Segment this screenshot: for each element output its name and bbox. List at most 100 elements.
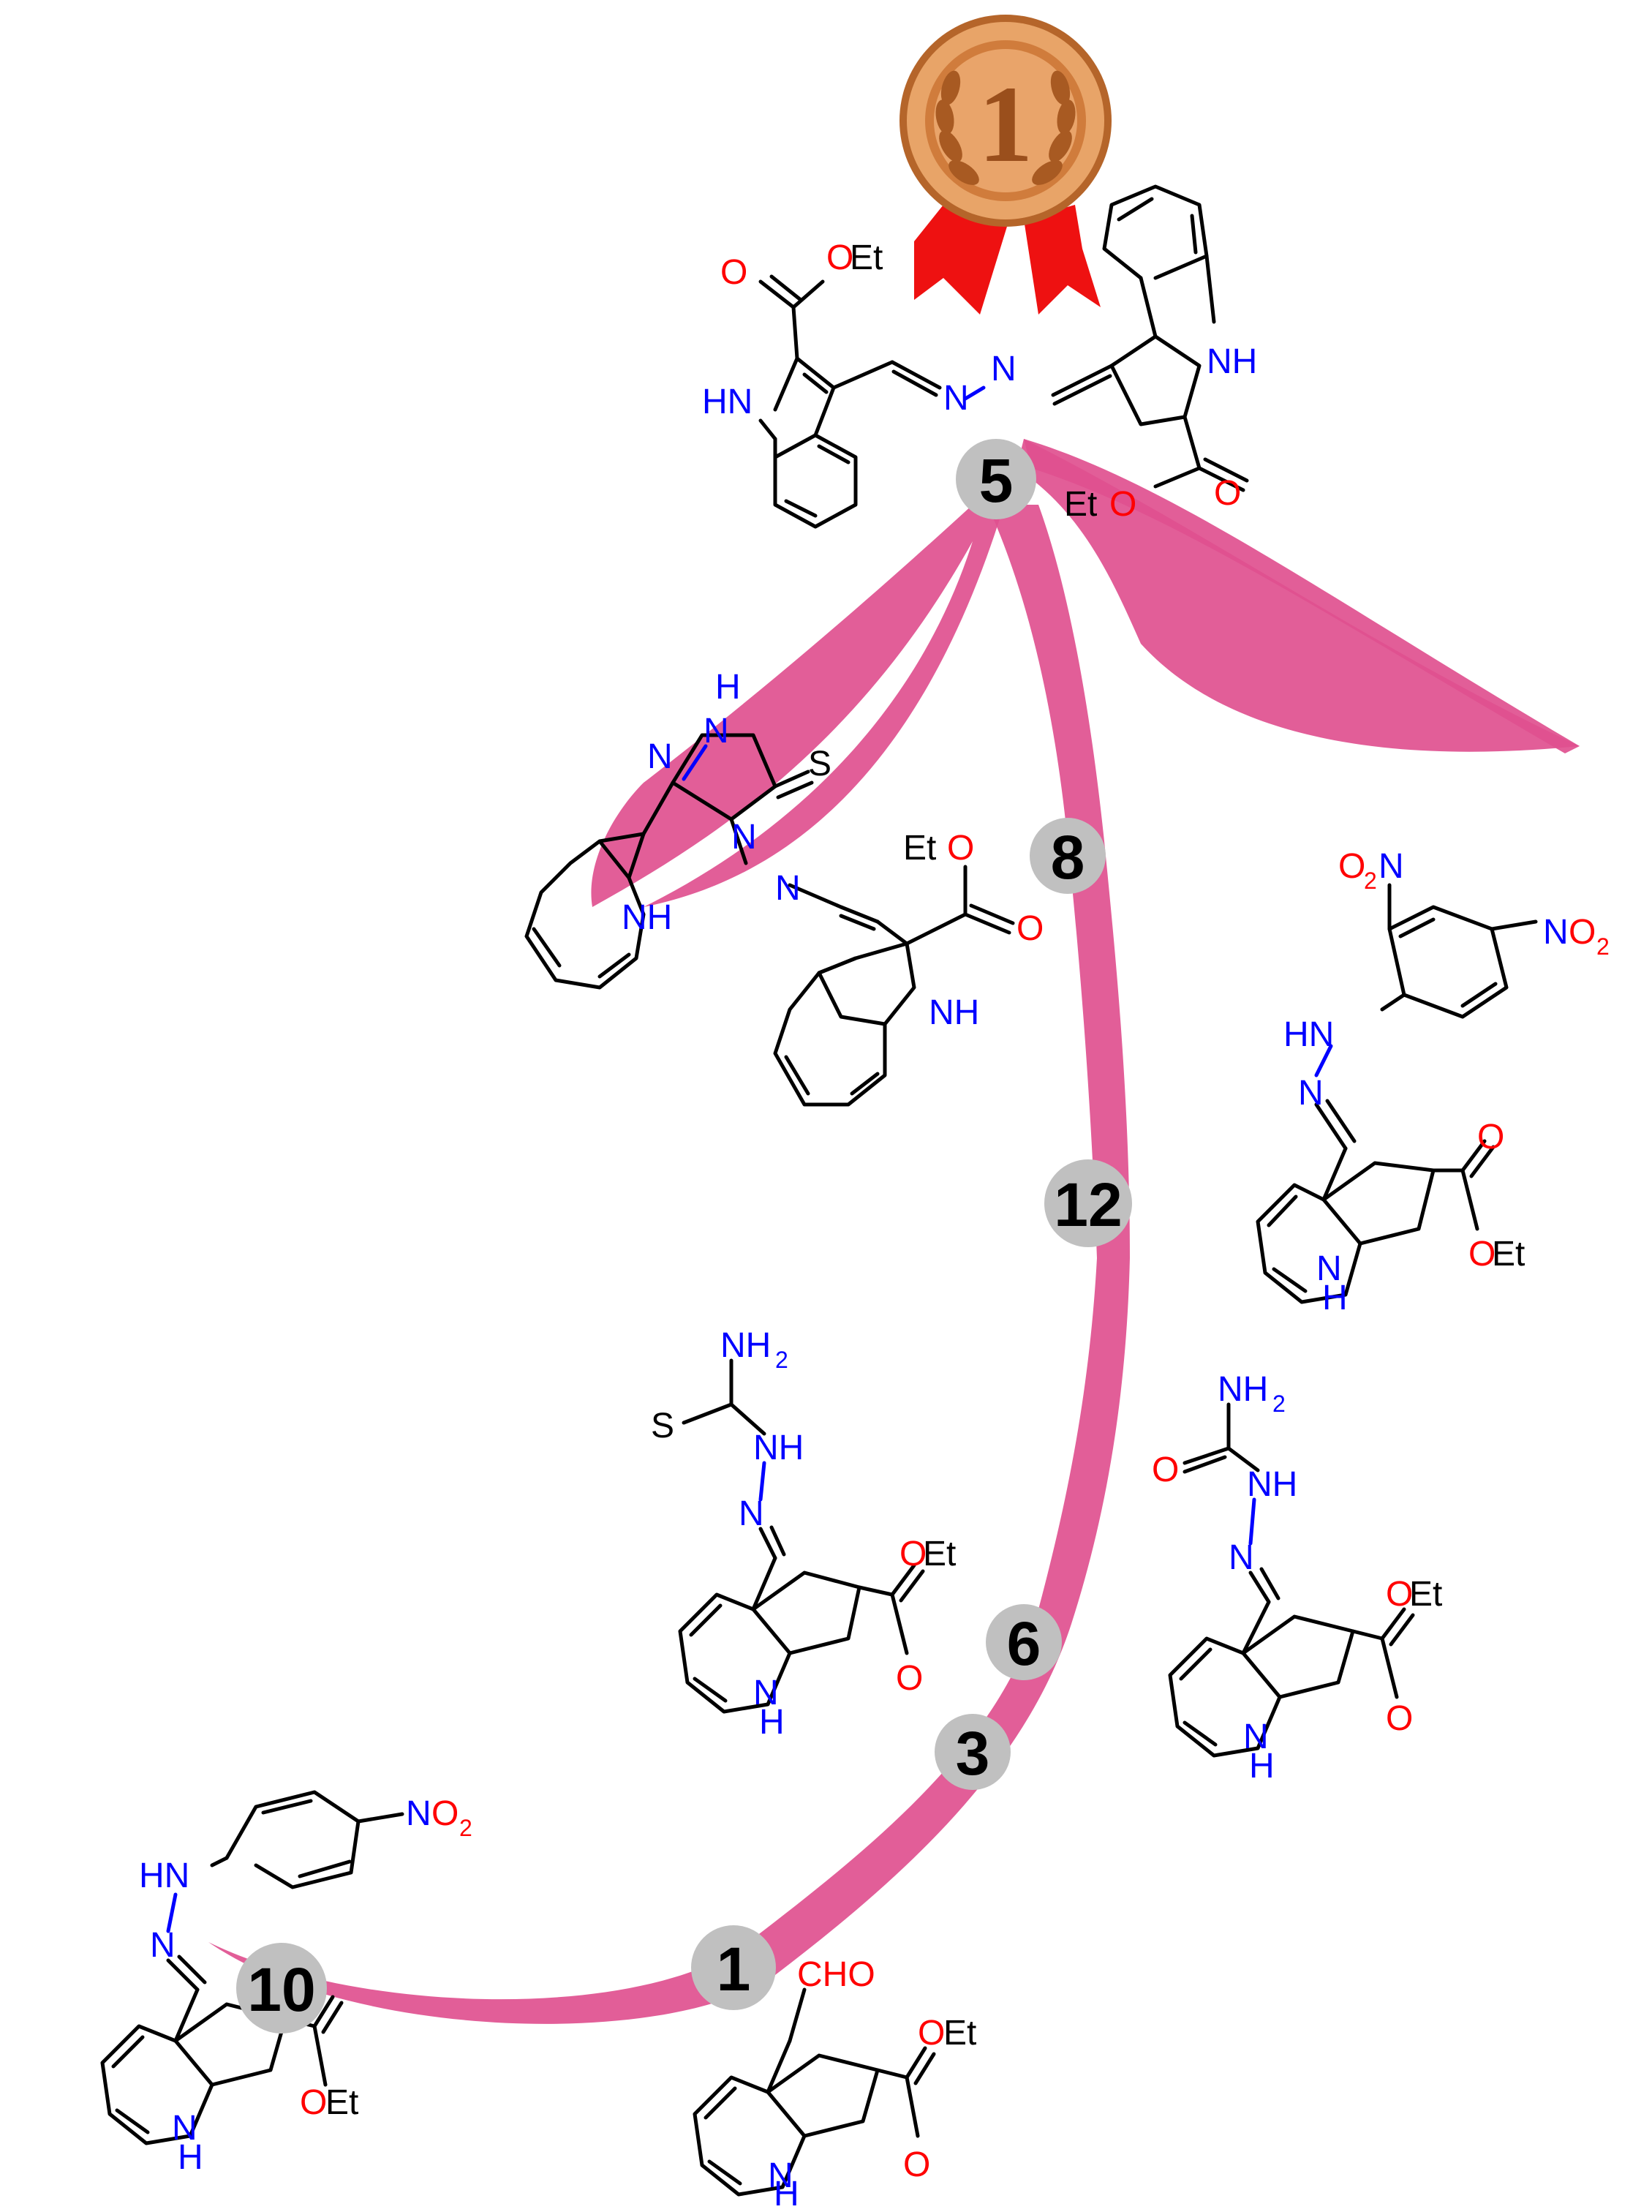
svg-text:NH: NH <box>929 993 979 1032</box>
svg-text:Et: Et <box>903 829 936 868</box>
svg-text:O: O <box>1468 1235 1496 1274</box>
svg-text:N: N <box>739 1494 764 1533</box>
svg-text:N: N <box>768 2156 793 2195</box>
svg-text:CHO: CHO <box>797 1955 875 1994</box>
svg-text:N: N <box>406 1794 431 1833</box>
svg-text:O: O <box>1109 485 1136 524</box>
svg-text:NH: NH <box>1247 1465 1297 1504</box>
svg-text:Et: Et <box>850 238 883 277</box>
svg-text:2: 2 <box>775 1347 788 1373</box>
svg-text:O: O <box>300 2083 327 2122</box>
arrow-right-wing-upper <box>1024 439 1580 753</box>
svg-text:N: N <box>1298 1074 1324 1113</box>
badge-circle <box>1044 1159 1132 1247</box>
svg-text:S: S <box>651 1407 674 1445</box>
svg-text:HN: HN <box>702 383 753 421</box>
svg-text:Et: Et <box>923 1535 956 1573</box>
medal-core <box>934 49 1077 192</box>
arrow-left-wing <box>591 505 1002 907</box>
svg-text:S: S <box>808 745 831 783</box>
badge-layer: 5 8 12 63 1 10 <box>236 439 1132 2034</box>
compound-badge-12: 12 <box>1044 1159 1132 1247</box>
svg-text:N: N <box>172 2109 197 2148</box>
svg-text:Et: Et <box>1409 1575 1442 1614</box>
svg-text:O: O <box>431 1794 459 1833</box>
compound-6-structure: NH 2 S NH N N H O Et O <box>651 1326 956 1742</box>
svg-text:O: O <box>720 253 747 292</box>
svg-text:H: H <box>715 668 741 707</box>
svg-text:N: N <box>1543 913 1569 952</box>
svg-text:O: O <box>1477 1118 1504 1156</box>
svg-text:2: 2 <box>1272 1391 1286 1417</box>
svg-text:2: 2 <box>1364 868 1377 894</box>
compound-badge-3: 3 <box>935 1714 1011 1790</box>
svg-text:N: N <box>647 737 673 776</box>
svg-text:O: O <box>947 829 974 868</box>
pathway-arrow <box>208 439 1580 2024</box>
badge-circle <box>986 1604 1062 1680</box>
svg-text:O: O <box>1017 909 1044 948</box>
medal-icon: 1 <box>899 15 1112 315</box>
svg-text:HN: HN <box>1283 1015 1334 1054</box>
compound-12-structure: O 2 N N O 2 HN N N H O O Et <box>1256 847 1610 1317</box>
compound-5-structure: O O Et HN N N NH Et O O <box>702 184 1257 529</box>
svg-text:N: N <box>1378 847 1404 886</box>
compound-1-structure: CHO N H O Et O <box>693 1955 976 2212</box>
badge-circle <box>956 439 1036 519</box>
svg-text:2: 2 <box>459 1815 472 1841</box>
svg-text:O: O <box>1338 847 1365 886</box>
medal-rank: 1 <box>978 64 1033 185</box>
ribbon-right <box>1024 205 1101 315</box>
svg-text:O: O <box>896 1659 923 1698</box>
svg-text:O: O <box>1214 474 1241 513</box>
svg-text:O: O <box>1569 913 1596 952</box>
svg-text:O: O <box>1386 1699 1413 1738</box>
svg-text:O: O <box>903 2145 930 2184</box>
badge-circle <box>935 1714 1011 1790</box>
svg-text:O: O <box>826 238 853 277</box>
svg-text:O: O <box>899 1535 927 1573</box>
svg-text:N: N <box>1229 1538 1254 1577</box>
badge-number: 12 <box>1054 1170 1122 1239</box>
svg-text:N: N <box>150 1926 176 1965</box>
svg-text:N: N <box>991 350 1017 388</box>
compound-badge-1: 1 <box>691 1925 776 2010</box>
svg-text:N: N <box>753 1674 779 1712</box>
compound-badge-10: 10 <box>236 1943 327 2034</box>
svg-text:O: O <box>1386 1575 1413 1614</box>
svg-text:H: H <box>178 2138 203 2177</box>
badge-number: 3 <box>956 1719 990 1788</box>
svg-text:Et: Et <box>1492 1235 1525 1274</box>
compound-3-structure: NH 2 O NH N N H O Et O <box>1152 1370 1442 1786</box>
svg-text:NH: NH <box>720 1326 771 1365</box>
arrow-shaft <box>987 505 1130 1258</box>
svg-text:Et: Et <box>1064 485 1097 524</box>
svg-text:N: N <box>1316 1249 1342 1288</box>
svg-text:N: N <box>731 818 757 857</box>
badge-number: 10 <box>247 1955 315 2024</box>
compound-10-structure: N O 2 HN N N H O O Et <box>100 1790 472 2177</box>
badge-number: 6 <box>1007 1609 1041 1678</box>
badge-number: 1 <box>717 1935 751 2004</box>
svg-text:NH: NH <box>1207 342 1257 381</box>
badge-number: 5 <box>979 446 1014 515</box>
arrow-lower-curve <box>208 1258 1130 2024</box>
badge-circle <box>691 1925 776 2010</box>
svg-text:N: N <box>943 379 969 418</box>
svg-text:O: O <box>918 2014 945 2053</box>
svg-text:NH: NH <box>753 1429 804 1467</box>
svg-text:N: N <box>704 712 729 750</box>
svg-text:H: H <box>1249 1747 1275 1786</box>
laurel-icon <box>935 70 1076 185</box>
svg-text:Et: Et <box>943 2014 976 2053</box>
svg-text:Et: Et <box>325 2083 358 2122</box>
compound-8-structure: H N N S N N NH NH Et O O <box>524 668 1044 1107</box>
svg-text:H: H <box>774 2175 799 2208</box>
svg-text:N: N <box>1243 1718 1269 1756</box>
badge-circle <box>236 1943 327 2034</box>
svg-text:NH: NH <box>1218 1370 1268 1409</box>
svg-text:H: H <box>759 1703 785 1742</box>
badge-number: 8 <box>1051 823 1085 892</box>
